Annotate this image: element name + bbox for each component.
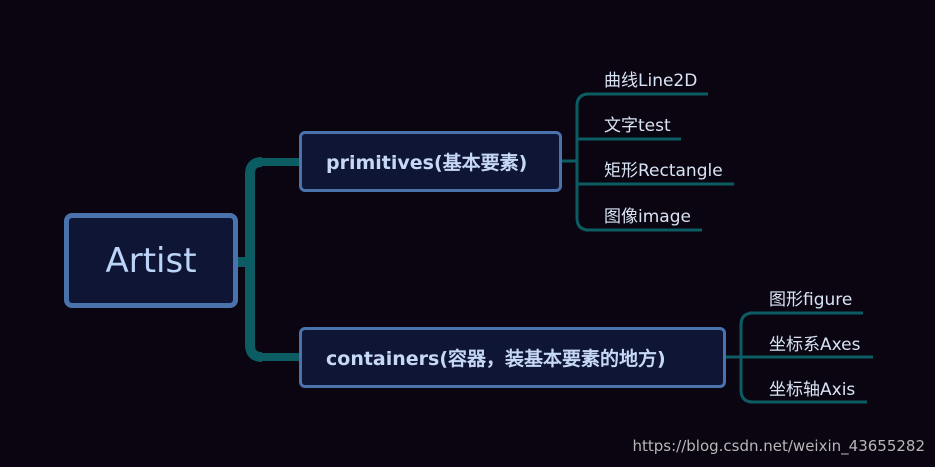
root-node-artist[interactable]: Artist bbox=[64, 213, 238, 308]
primitives-leaf-bracket bbox=[575, 92, 590, 232]
branch-node-label: containers(容器，装基本要素的地方) bbox=[326, 348, 666, 370]
leaf-node-text[interactable]: 文字test bbox=[604, 116, 671, 136]
leaf-node-figure[interactable]: 图形figure bbox=[769, 290, 853, 310]
leaf-node-rectangle[interactable]: 矩形Rectangle bbox=[604, 161, 723, 181]
branch-node-label: primitives(基本要素) bbox=[326, 152, 528, 174]
leaf-node-line2d[interactable]: 曲线Line2D bbox=[604, 71, 698, 91]
trunk-vertical-connector bbox=[245, 157, 263, 362]
leaf-node-axes[interactable]: 坐标系Axes bbox=[769, 335, 861, 355]
watermark-url: https://blog.csdn.net/weixin_43655282 bbox=[632, 437, 925, 455]
leaf-node-axis[interactable]: 坐标轴Axis bbox=[769, 380, 856, 400]
branch-node-containers[interactable]: containers(容器，装基本要素的地方) bbox=[299, 327, 726, 388]
leaf-node-image[interactable]: 图像image bbox=[604, 207, 691, 227]
root-node-label: Artist bbox=[105, 240, 197, 281]
branch-node-primitives[interactable]: primitives(基本要素) bbox=[299, 131, 562, 192]
